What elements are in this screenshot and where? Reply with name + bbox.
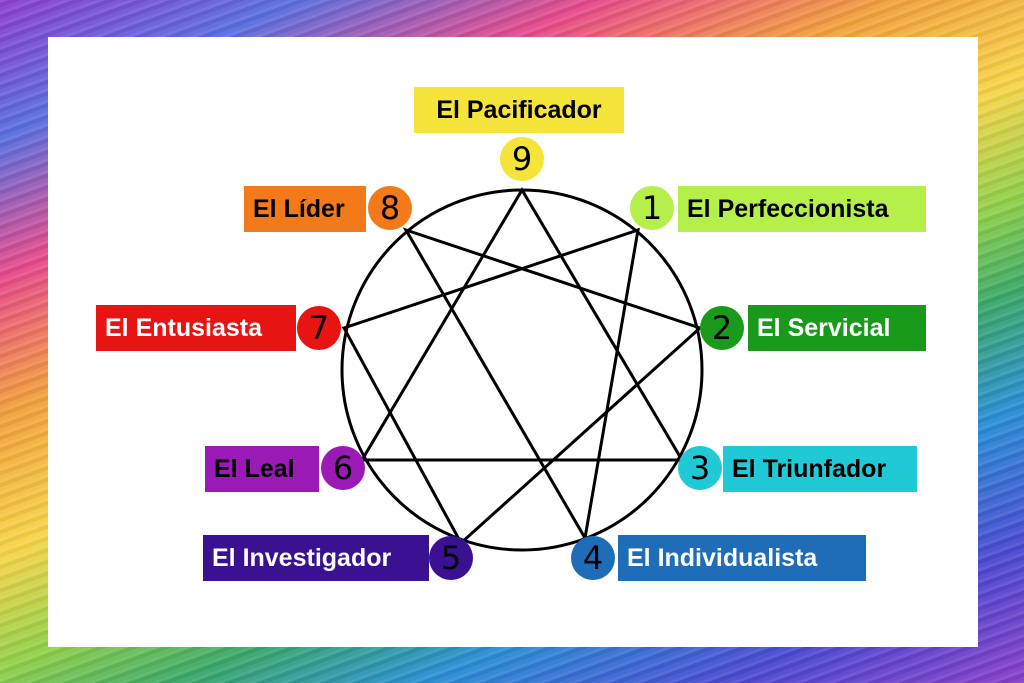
type-number-6: 6	[321, 446, 365, 490]
type-label-4: El Individualista	[618, 535, 866, 581]
type-number-9: 9	[500, 137, 544, 181]
type-label-9: El Pacificador	[414, 87, 624, 133]
type-label-7: El Entusiasta	[96, 305, 296, 351]
type-label-6: El Leal	[205, 446, 319, 492]
type-number-2: 2	[700, 306, 744, 350]
type-number-8: 8	[368, 186, 412, 230]
type-label-1: El Perfeccionista	[678, 186, 926, 232]
type-number-5: 5	[429, 536, 473, 580]
type-label-5: El Investigador	[203, 535, 429, 581]
type-number-3: 3	[678, 446, 722, 490]
type-number-4: 4	[571, 536, 615, 580]
type-label-8: El Líder	[244, 186, 366, 232]
enneagram-triangle	[359, 187, 685, 462]
type-number-7: 7	[297, 306, 341, 350]
enneagram-hexad	[341, 227, 703, 546]
type-label-2: El Servicial	[748, 305, 926, 351]
enneagram-circle	[340, 188, 704, 552]
type-number-1: 1	[630, 186, 674, 230]
type-label-3: El Triunfador	[723, 446, 917, 492]
